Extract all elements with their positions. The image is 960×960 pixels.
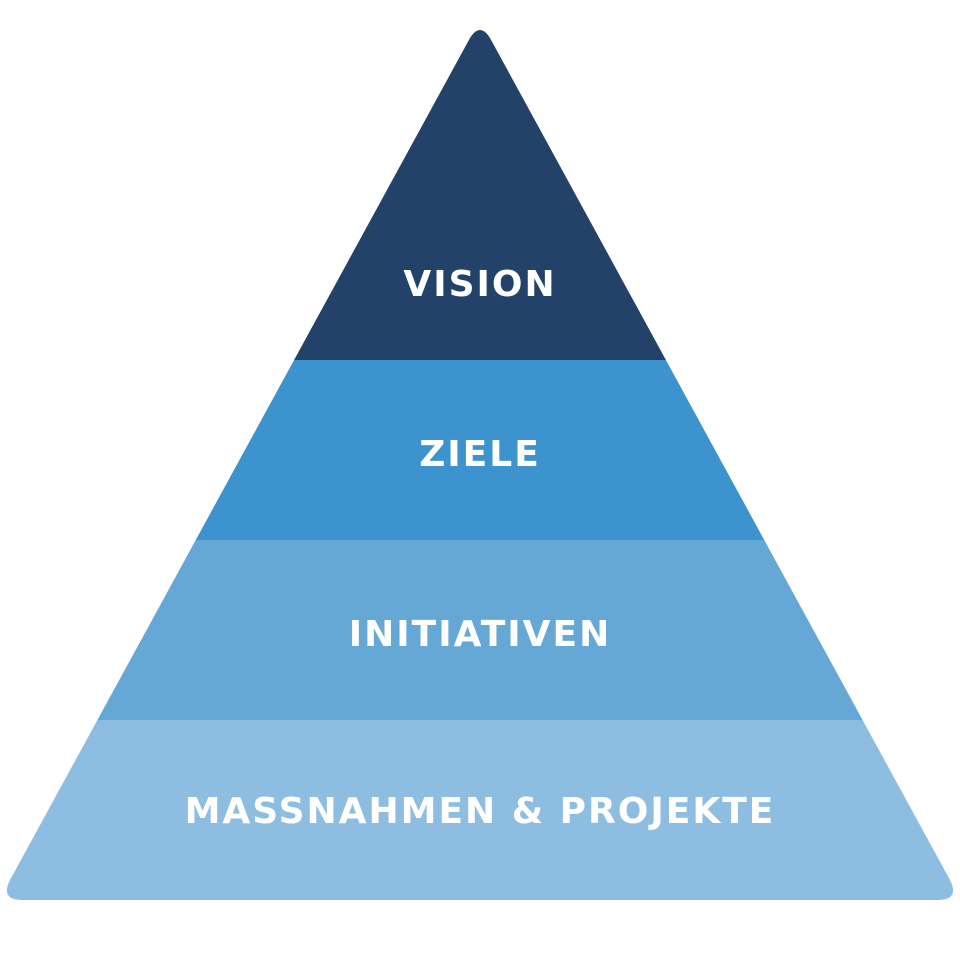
level-vision-band bbox=[6, 30, 954, 360]
level-massnahmen-band bbox=[6, 720, 954, 900]
level-ziele-label: ZIELE bbox=[419, 434, 541, 475]
level-initiativen-label: INITIATIVEN bbox=[348, 614, 612, 655]
level-vision-label: VISION bbox=[403, 264, 557, 305]
level-massnahmen-label: MASSNAHMEN & PROJEKTE bbox=[184, 791, 776, 832]
